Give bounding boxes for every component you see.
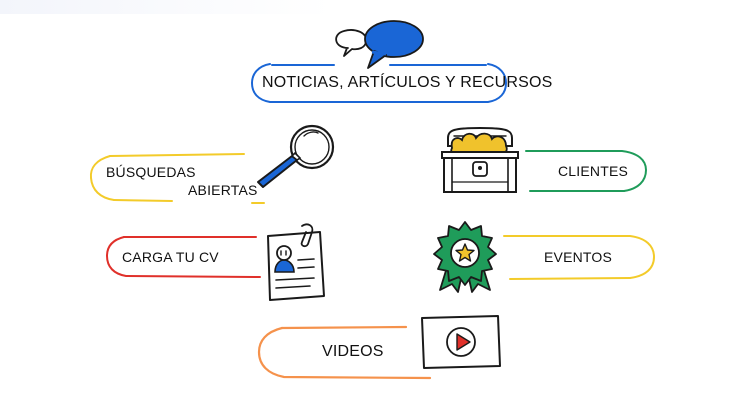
open-searches-label-2: ABIERTAS bbox=[188, 182, 258, 198]
open-searches-button[interactable]: BÚSQUEDAS ABIERTAS bbox=[88, 150, 272, 206]
top-band bbox=[0, 0, 739, 14]
award-badge-icon bbox=[430, 220, 500, 294]
upload-cv-button[interactable]: CARGA TU CV bbox=[104, 234, 264, 280]
events-label: EVENTOS bbox=[544, 249, 613, 265]
header-title: NOTICIAS, ARTÍCULOS Y RECURSOS bbox=[262, 74, 553, 91]
clients-button[interactable]: CLIENTES bbox=[522, 148, 650, 194]
upload-cv-label: CARGA TU CV bbox=[122, 249, 219, 265]
news-articles-resources-button[interactable]: NOTICIAS, ARTÍCULOS Y RECURSOS bbox=[248, 60, 552, 106]
play-button-icon[interactable] bbox=[420, 314, 502, 370]
videos-label: VIDEOS bbox=[322, 343, 384, 360]
cv-document-icon bbox=[262, 222, 330, 302]
clients-label: CLIENTES bbox=[558, 163, 629, 179]
events-button[interactable]: EVENTOS bbox=[500, 232, 658, 282]
speech-bubbles-icon bbox=[328, 18, 428, 70]
magnifier-icon bbox=[254, 120, 340, 190]
open-searches-label-1: BÚSQUEDAS bbox=[106, 164, 196, 180]
treasure-chest-icon bbox=[440, 126, 520, 196]
videos-button[interactable]: VIDEOS bbox=[256, 324, 440, 382]
